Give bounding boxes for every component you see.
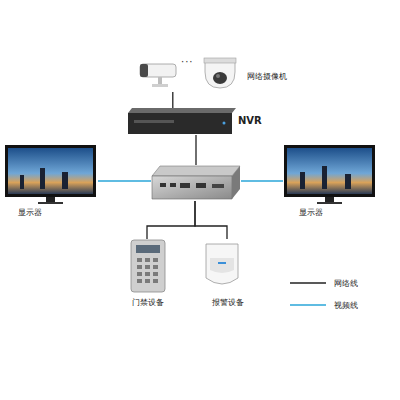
monitor-left bbox=[5, 145, 96, 204]
device-label: NVR bbox=[238, 116, 268, 126]
device-label: 显示器 bbox=[18, 208, 78, 218]
nvr-device bbox=[128, 108, 236, 134]
access-keypad bbox=[131, 240, 165, 292]
alarm-node: 报警设备 bbox=[196, 239, 260, 311]
monitor-right bbox=[284, 145, 375, 204]
device-label: 门禁设备 bbox=[116, 298, 180, 308]
camera-group: 网络摄像机 bbox=[130, 56, 310, 92]
legend-text: 网络线 bbox=[334, 278, 358, 289]
device-label: 显示器 bbox=[299, 208, 359, 218]
ellipsis-mark: ··· bbox=[181, 56, 194, 67]
device-label: 网络摄像机 bbox=[247, 72, 309, 82]
video-cable bbox=[241, 180, 283, 181]
network-cable bbox=[195, 135, 196, 165]
video-cable bbox=[98, 180, 151, 181]
monitor-node: 显示器 bbox=[283, 144, 377, 220]
dome-camera bbox=[204, 58, 236, 88]
monitor-node: 显示器 bbox=[4, 144, 98, 220]
legend-text: 视频线 bbox=[334, 300, 358, 311]
nvr-node: NVR bbox=[128, 108, 268, 135]
access-control-node: 门禁设备 bbox=[116, 239, 180, 311]
device-label: 报警设备 bbox=[196, 298, 260, 308]
controller-box bbox=[152, 166, 240, 199]
network-cable bbox=[195, 201, 227, 239]
legend-video-line bbox=[290, 304, 326, 306]
controller-node bbox=[151, 165, 241, 201]
alarm-detector bbox=[206, 244, 238, 284]
bullet-camera bbox=[140, 64, 176, 87]
legend-network-line bbox=[290, 282, 326, 284]
network-cable bbox=[172, 92, 173, 108]
network-cable bbox=[147, 201, 195, 239]
